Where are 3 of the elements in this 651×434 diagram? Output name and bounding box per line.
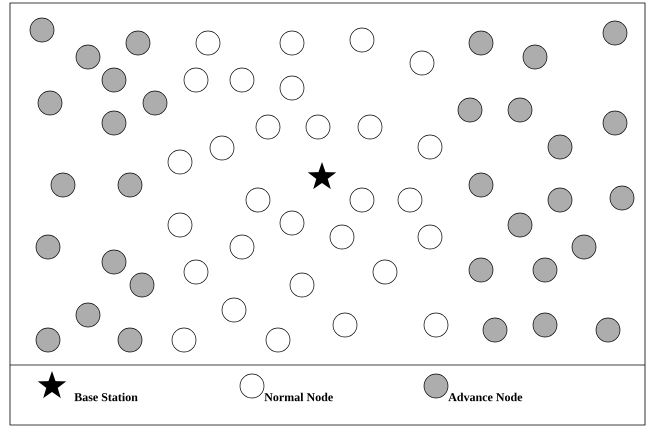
legend-label: Base Station <box>74 392 138 402</box>
legend-label: Normal Node <box>264 392 333 402</box>
legend-label: Advance Node <box>448 392 522 402</box>
